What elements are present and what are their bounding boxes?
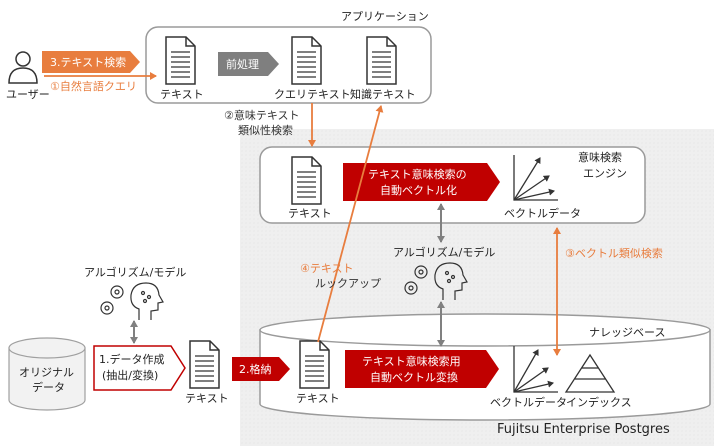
store-tag [232, 357, 290, 381]
app-text-label: テキスト [160, 88, 204, 101]
semantic-similarity-line1: ②意味テキスト [224, 109, 300, 122]
natural-query-label: ①自然言語クエリ [50, 80, 137, 93]
store-label: 2.格納 [239, 363, 272, 376]
text-lookup-line2: ルックアップ [315, 277, 381, 290]
index-label: インデックス [566, 396, 632, 409]
algorithm-icon-left [100, 282, 164, 320]
vector-chart-kb [513, 346, 558, 393]
engine-title-line1: 意味検索 [578, 151, 622, 164]
preprocess-arrow [218, 52, 279, 76]
doc-icon-app-text [165, 36, 196, 85]
engine-text-label: テキスト [288, 207, 332, 220]
kb-text-label: テキスト [296, 392, 340, 405]
query-text-label: クエリテキスト [274, 88, 351, 101]
loose-text-label: テキスト [185, 392, 229, 405]
data-creation-line1: 1.データ作成 [99, 353, 165, 366]
auto-vector-convert-banner [345, 350, 499, 388]
doc-icon-engine-text [291, 156, 322, 205]
doc-icon-knowledge-text [366, 36, 397, 85]
application-box [145, 26, 432, 104]
user-icon [8, 51, 38, 84]
knowledge-base-title: ナレッジベース [589, 326, 666, 339]
auto-vector-convert-line1: テキスト意味検索用 [362, 355, 461, 368]
doc-icon-kb-text [299, 340, 330, 389]
text-lookup-arrow [317, 105, 384, 343]
application-title: アプリケーション [341, 10, 429, 23]
auto-vector-convert-line2: 自動ベクトル変換 [370, 371, 458, 384]
semantic-similarity-line2: 類似性検索 [238, 124, 293, 137]
text-search-label: 3.テキスト検索 [50, 56, 127, 69]
doc-icon-loose-text [189, 340, 220, 389]
user-label: ユーザー [6, 88, 50, 101]
auto-vectorize-banner [343, 163, 500, 201]
text-search-tag [42, 51, 140, 73]
algorithm-icon-center [404, 262, 468, 300]
algorithm-model-center-label: アルゴリズム/モデル [393, 246, 496, 259]
original-data-line1: オリジナル [19, 366, 74, 379]
data-creation-box [93, 345, 186, 391]
auto-vectorize-line2: 自動ベクトル化 [380, 184, 457, 197]
original-data-line2: データ [32, 381, 65, 394]
vector-chart-engine [513, 155, 558, 201]
engine-vector-data-label: ベクトルデータ [504, 207, 581, 220]
text-lookup-line1: ④テキスト [300, 262, 354, 275]
auto-vectorize-line1: テキスト意味検索の [368, 168, 467, 181]
data-creation-line2: (抽出/変換) [102, 369, 159, 382]
kb-vector-data-label: ベクトルデータ [490, 396, 567, 409]
knowledge-text-label: 知識テキスト [350, 88, 416, 101]
doc-icon-query-text [291, 36, 322, 85]
engine-title-line2: エンジン [583, 167, 627, 180]
preprocess-label: 前処理 [226, 58, 259, 71]
algorithm-model-left-label: アルゴリズム/モデル [84, 266, 187, 279]
product-name: Fujitsu Enterprise Postgres [497, 422, 670, 437]
index-pyramid-icon [564, 353, 616, 393]
original-data-cylinder [8, 337, 86, 411]
vector-similarity-label: ③ベクトル類似検索 [565, 247, 663, 260]
